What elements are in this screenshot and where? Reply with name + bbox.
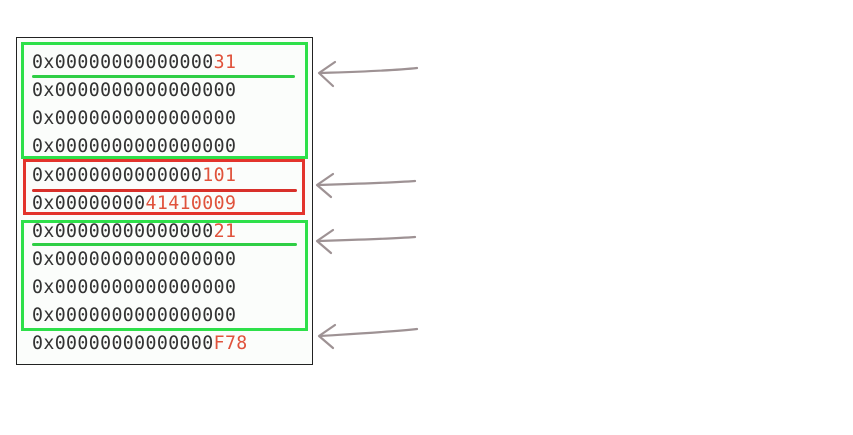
memory-row: 0x0000000000000000 — [32, 246, 236, 274]
row-prefix: 0x0000000000000000 — [32, 80, 237, 101]
chunk-box-1 — [21, 42, 308, 159]
row-highlight: 101 — [202, 165, 237, 186]
memory-row: 0x0000000000000031 — [32, 49, 236, 77]
row-prefix: 0x0000000000000 — [32, 165, 203, 186]
arrow-left-icon — [315, 172, 417, 199]
memory-row: 0x0000000000000021 — [32, 218, 236, 246]
row-highlight: 31 — [213, 52, 237, 73]
memory-row: 0x0000000041410009 — [32, 190, 236, 218]
row-underline-1 — [32, 75, 295, 78]
row-prefix: 0x00000000000000 — [32, 333, 214, 354]
row-prefix: 0x0000000000000000 — [32, 277, 237, 298]
row-prefix: 0x0000000000000000 — [32, 249, 237, 270]
row-prefix: 0x00000000000000 — [32, 52, 214, 73]
row-underline-3 — [32, 243, 297, 246]
row-prefix: 0x00000000000000 — [32, 221, 214, 242]
chunk-box-2 — [23, 159, 305, 215]
row-prefix: 0x0000000000000000 — [32, 305, 237, 326]
memory-row: 0x0000000000000000 — [32, 274, 236, 302]
memory-row: 0x00000000000000F78 — [32, 330, 248, 358]
arrow-left-icon — [317, 60, 419, 88]
memory-row: 0x0000000000000000 — [32, 105, 236, 133]
row-prefix: 0x00000000 — [32, 193, 146, 214]
memory-row: 0x0000000000000101 — [32, 162, 236, 190]
row-highlight: F78 — [213, 333, 248, 354]
memory-panel: 0x0000000000000031 0x0000000000000000 0x… — [16, 37, 313, 365]
row-highlight: 21 — [213, 221, 237, 242]
row-underline-2 — [32, 189, 297, 192]
memory-row: 0x0000000000000000 — [32, 302, 236, 330]
arrow-left-icon — [317, 323, 419, 350]
memory-row: 0x0000000000000000 — [32, 133, 236, 161]
arrow-left-icon — [315, 228, 417, 255]
row-prefix: 0x0000000000000000 — [32, 136, 237, 157]
memory-row: 0x0000000000000000 — [32, 77, 236, 105]
row-prefix: 0x0000000000000000 — [32, 108, 237, 129]
row-highlight: 41410009 — [145, 193, 237, 214]
chunk-box-3 — [21, 220, 308, 331]
